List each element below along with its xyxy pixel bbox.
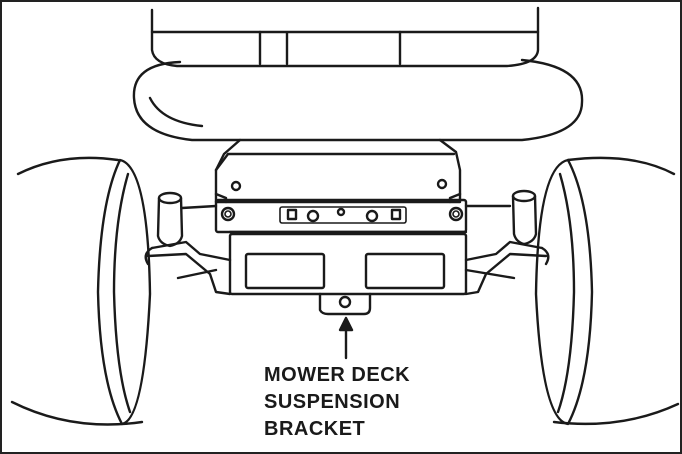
callout-line-1: MOWER DECK [264,362,410,389]
callout-label: MOWER DECK SUSPENSION BRACKET [264,362,410,443]
left-spindle [146,193,230,294]
left-wheel [12,158,150,425]
seat-back [152,8,538,66]
callout-arrow [340,318,352,358]
right-wheel [536,158,678,424]
deck-plate [216,200,466,294]
suspension-bracket [320,294,370,314]
callout-line-3: BRACKET [264,416,410,443]
callout-line-2: SUSPENSION [264,389,410,416]
frame-housing [216,140,460,202]
seat-cushion [134,60,582,140]
